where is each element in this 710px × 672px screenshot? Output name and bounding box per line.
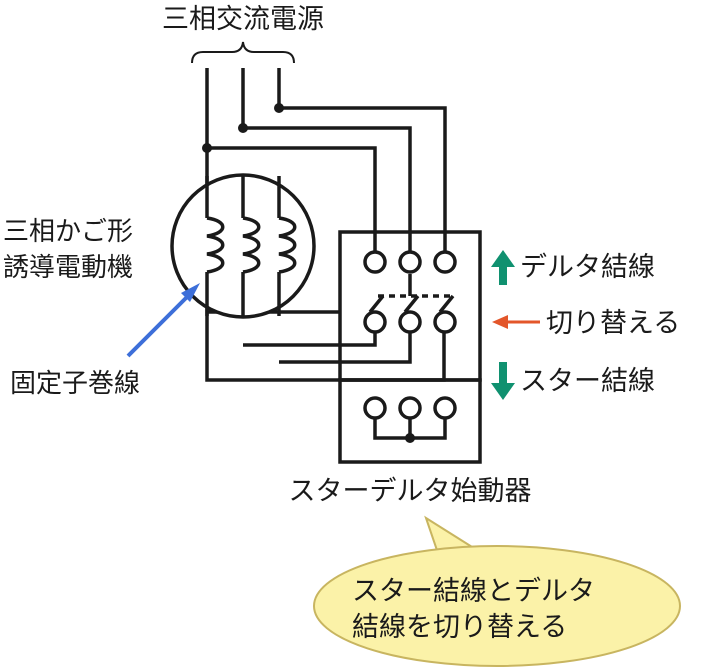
terminal-star-3: [433, 396, 457, 420]
junction-dot: [238, 123, 248, 133]
stator-windings: [206, 216, 297, 274]
power-source-label: 三相交流電源: [162, 4, 324, 35]
arrow-up-icon: [491, 250, 515, 285]
motor-label-line2: 誘導電動機: [3, 253, 133, 283]
supply-line-2: [241, 68, 412, 262]
power-source-brace: [191, 41, 295, 64]
callout-bubble: [313, 515, 681, 667]
junction-dots: [202, 103, 415, 443]
starter-box: [338, 230, 482, 464]
terminal-mid-3: [433, 310, 457, 334]
terminal-star-1: [363, 396, 387, 420]
motor-wire-segments: [205, 176, 281, 316]
switch-contact-2: [403, 294, 420, 314]
terminal-mid-2: [398, 310, 422, 334]
stator-coil-2: [242, 216, 261, 274]
motor-label-line1: 三相かご形: [3, 217, 133, 247]
stator-coil-3: [278, 216, 297, 274]
switch-contact-3: [438, 294, 455, 314]
winding-lead-2: [243, 322, 377, 347]
star-connection-label: スター結線: [520, 366, 655, 397]
starter-bottom-box: [338, 378, 482, 464]
stator-coil-1: [206, 216, 225, 274]
junction-dot: [274, 103, 284, 113]
junction-dot: [202, 143, 212, 153]
arrow-up-right-icon: [126, 283, 200, 358]
branch-line-1: [207, 146, 377, 262]
terminal-star-2: [398, 396, 422, 420]
arrow-left-icon: [492, 315, 540, 329]
terminal-delta-2: [398, 250, 422, 274]
switch-over-label: 切り替える: [546, 308, 680, 339]
delta-connection-label: デルタ結線: [520, 252, 655, 283]
starter-label: スターデルタ始動器: [289, 476, 532, 507]
starter-internal-wiring: [368, 274, 455, 440]
callout-text-line2: 結線を切り替える: [352, 612, 567, 643]
winding-lead-3: [279, 322, 412, 364]
switch-contact-1: [368, 294, 385, 314]
terminal-mid-1: [363, 310, 387, 334]
terminal-delta-3: [433, 250, 457, 274]
terminal-delta-1: [363, 250, 387, 274]
supply-line-3: [277, 68, 447, 262]
callout-text-line1: スター結線とデルタ: [352, 576, 595, 607]
stator-winding-label: 固定子巻線: [10, 369, 140, 399]
terminals: [363, 250, 457, 420]
arrow-down-icon: [491, 362, 515, 400]
